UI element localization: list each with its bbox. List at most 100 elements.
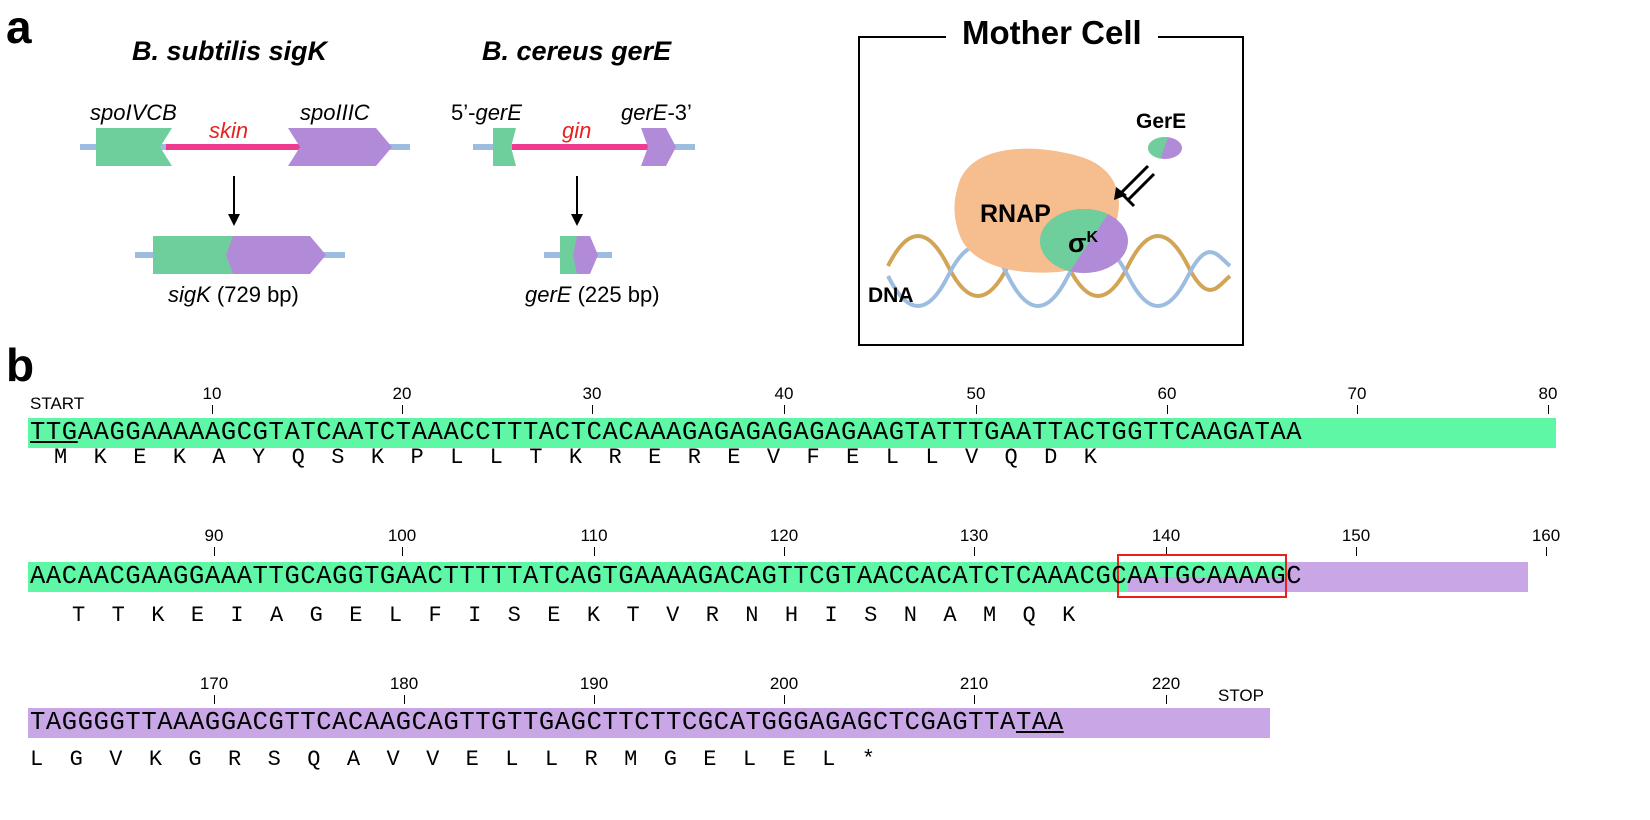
sequence-purple: CGCAATGCAAAAGC	[1079, 562, 1303, 591]
inhibition-arrow	[1126, 172, 1156, 202]
position-number: 40	[774, 384, 794, 403]
sigma-symbol: σ	[1068, 228, 1087, 258]
spoivcb-label: spoIVCB	[90, 100, 177, 125]
gere-3prime-label: gerE-3’	[621, 100, 692, 126]
position-tick	[976, 405, 977, 414]
position-number: 10	[202, 384, 222, 403]
position-number: 110	[580, 526, 608, 545]
position-tick	[1167, 405, 1168, 414]
spoiiic-gene-shape	[288, 128, 392, 166]
gene-loci-diagram	[80, 128, 695, 274]
five-prime: 5’-	[451, 100, 476, 125]
dna-sequence: TAGGGGTTAAAGGACGTTCACAAGCAGTTGTTGAGCTTCT…	[30, 708, 1064, 738]
mother-cell-title: Mother Cell	[946, 14, 1158, 52]
transcription-illustration	[886, 137, 1232, 308]
binding-arrowhead	[1114, 187, 1127, 200]
gere-protein-label: GerE	[1136, 110, 1187, 133]
gere-product-label: gerE (225 bp)	[525, 282, 660, 308]
sigk-title: B. subtilis sigK	[132, 36, 328, 66]
position-tick	[594, 695, 595, 704]
position-tick	[214, 547, 215, 556]
gere-title: B. cereus gerE	[482, 36, 672, 66]
position-number: 30	[582, 384, 602, 403]
gere-green-part	[560, 236, 577, 274]
spoivcb-gene-shape	[96, 128, 172, 166]
gere-gene-name: gerE	[525, 282, 572, 307]
gere-right-gene: gerE	[621, 100, 668, 125]
position-tick	[1166, 695, 1167, 704]
position-number: 50	[966, 384, 986, 403]
gere-5prime-shape	[493, 128, 516, 166]
position-tick	[592, 405, 593, 414]
sigma-superscript: K	[1086, 229, 1099, 246]
sigk-green-part	[153, 236, 233, 274]
amino-acids: L G V K G R S Q A V V E L L R M G E L E …	[30, 747, 875, 772]
position-tick	[1546, 547, 1547, 556]
gere-3prime-shape	[641, 128, 676, 166]
gere-arrowhead	[571, 214, 583, 226]
dna-sequence: AACAACGAAGGAAATTGCAGGTGAACTTTTTATCAGTGAA…	[30, 562, 1302, 592]
purple-highlight	[1288, 562, 1528, 592]
start-label: START	[30, 394, 85, 413]
position-number: 160	[1531, 526, 1561, 545]
amino-acids: T T K E I A G E L F I S E K T V R N H I …	[72, 603, 1076, 628]
gere-purple-part	[573, 236, 598, 274]
sigk-gene-name: sigK	[168, 282, 211, 307]
sigk-size: (729 bp)	[216, 282, 299, 307]
position-tick	[974, 547, 975, 556]
spoiiic-label: spoIIIC	[300, 100, 370, 125]
gere-size: (225 bp)	[577, 282, 660, 307]
start-codon: TTG	[30, 418, 78, 447]
dna-strand-blue	[886, 244, 1232, 308]
position-tick	[1548, 405, 1549, 414]
amino-acids: M K E K A Y Q S K P L L T K R E R E V F …	[54, 445, 1097, 470]
stop-label: STOP	[1218, 686, 1264, 705]
position-tick	[212, 405, 213, 414]
gere-left-gene: gerE	[475, 100, 522, 125]
position-number: 90	[204, 526, 224, 545]
overlap-highlight	[1128, 562, 1288, 592]
sequence-purple: TAGGGGTTAAAGGACGTTCACAAGCAGTTGTTGAGCTTCT…	[30, 708, 1016, 737]
position-number: 210	[959, 674, 989, 693]
position-number: 80	[1538, 384, 1558, 403]
position-number: 150	[1341, 526, 1371, 545]
panel-label-b: b	[6, 339, 35, 391]
position-number: 180	[389, 674, 419, 693]
position-number: 140	[1151, 526, 1181, 545]
position-tick	[214, 695, 215, 704]
panel-label-a: a	[6, 1, 32, 53]
position-number: 120	[769, 526, 799, 545]
rnap-label: RNAP	[980, 200, 1051, 228]
position-number: 20	[392, 384, 412, 403]
green-highlight	[28, 562, 1128, 592]
position-tick	[784, 547, 785, 556]
purple-highlight	[28, 708, 1270, 738]
dna-sequence: TTGAAGGAAAAAGCGTATCAATCTAAACCTTTACTCACAA…	[30, 418, 1302, 448]
gere-protein-shape	[1148, 137, 1182, 159]
position-tick	[1356, 547, 1357, 556]
sequence-row-3: 170 180 190 200 210 220 STOP TAGGGGTTAAA…	[0, 670, 1650, 772]
sequence-row-2: 90 100 110 120 130 140 150 160 AACAACGAA…	[0, 526, 1650, 628]
sigk-arrowhead	[228, 214, 240, 226]
position-tick	[974, 695, 975, 704]
sequence-green: AACAACGAAGGAAATTGCAGGTGAACTTTTTATCAGTGAA…	[30, 562, 1080, 591]
inhibition-bar	[1120, 192, 1136, 208]
sequence-row-1: START 10 20 30 40 50 60 70 80 TTGAAGGAAA…	[0, 384, 1650, 470]
sigk-product-label: sigK (729 bp)	[168, 282, 299, 308]
position-number: 200	[769, 674, 799, 693]
position-tick	[404, 695, 405, 704]
skin-label: skin	[209, 118, 249, 143]
overlap-box	[1117, 554, 1287, 598]
position-number: 70	[1347, 384, 1367, 403]
dna-label: DNA	[868, 284, 914, 307]
position-tick	[1166, 547, 1167, 556]
gin-label: gin	[562, 118, 592, 143]
gere-5prime-label: 5’-gerE	[451, 100, 522, 126]
sigk-purple-part	[226, 236, 326, 274]
position-tick	[594, 547, 595, 556]
position-tick	[784, 405, 785, 414]
sequence-green: AAGGAAAAAGCGTATCAATCTAAACCTTTACTCACAAAGA…	[77, 418, 1303, 447]
green-highlight	[28, 418, 1556, 448]
position-number: 60	[1157, 384, 1177, 403]
position-number: 170	[199, 674, 229, 693]
